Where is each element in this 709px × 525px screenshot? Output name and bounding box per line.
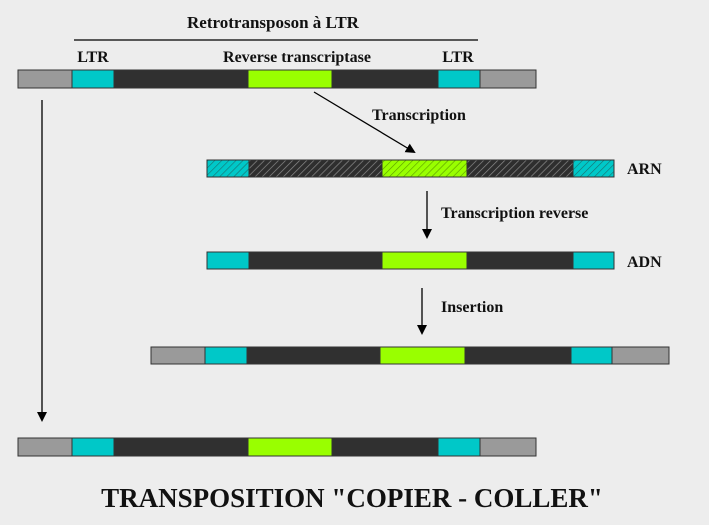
ins-rt-segment: [379, 346, 466, 365]
kept-ltr-left: [71, 437, 115, 457]
adn-body-right: [466, 251, 574, 270]
ins-ltr-right: [570, 346, 613, 365]
kept-body-left: [113, 437, 249, 457]
kept-flank-left: [17, 437, 73, 457]
step-reverse-transcription-label: Transcription reverse: [441, 205, 588, 222]
strand-arn: [206, 159, 615, 178]
ins-flank-left: [150, 346, 206, 365]
flank-right: [479, 69, 537, 89]
ins-flank-right: [611, 346, 670, 365]
kept-rt-segment: [247, 437, 333, 457]
arn-body-left: [248, 159, 383, 178]
adn-ltr-left: [206, 251, 250, 270]
arrow-diagonal-icon: [313, 91, 416, 154]
ltr-right-label: LTR: [442, 49, 474, 66]
strand-original: [17, 69, 537, 89]
rt-segment: [247, 69, 333, 89]
ltr-left: [71, 69, 115, 89]
ins-body-left: [246, 346, 381, 365]
arn-ltr-left: [206, 159, 250, 178]
page-title: TRANSPOSITION "COPIER - COLLER": [101, 483, 603, 513]
kept-body-right: [331, 437, 439, 457]
ins-ltr-left: [204, 346, 248, 365]
header-label: Retrotransposon à LTR: [187, 13, 360, 32]
rt-label: Reverse transcriptase: [223, 49, 371, 66]
adn-rt-segment: [381, 251, 468, 270]
arn-label: ARN: [627, 161, 662, 178]
flank-left: [17, 69, 73, 89]
ltr-left-label: LTR: [77, 49, 109, 66]
ltr-right: [437, 69, 481, 89]
adn-label: ADN: [627, 254, 662, 271]
body-left: [113, 69, 249, 89]
kept-flank-right: [479, 437, 537, 457]
kept-ltr-right: [437, 437, 481, 457]
step-transcription-label: Transcription: [372, 107, 466, 124]
adn-ltr-right: [572, 251, 615, 270]
ins-body-right: [464, 346, 572, 365]
step-insertion-label: Insertion: [441, 299, 503, 316]
strand-adn: [206, 251, 615, 270]
body-right: [331, 69, 439, 89]
adn-body-left: [248, 251, 383, 270]
strand-preserved: [17, 437, 537, 457]
arn-body-right: [466, 159, 574, 178]
arn-ltr-right: [572, 159, 615, 178]
strand-inserted: [150, 346, 670, 365]
arn-rt-segment: [381, 159, 468, 178]
